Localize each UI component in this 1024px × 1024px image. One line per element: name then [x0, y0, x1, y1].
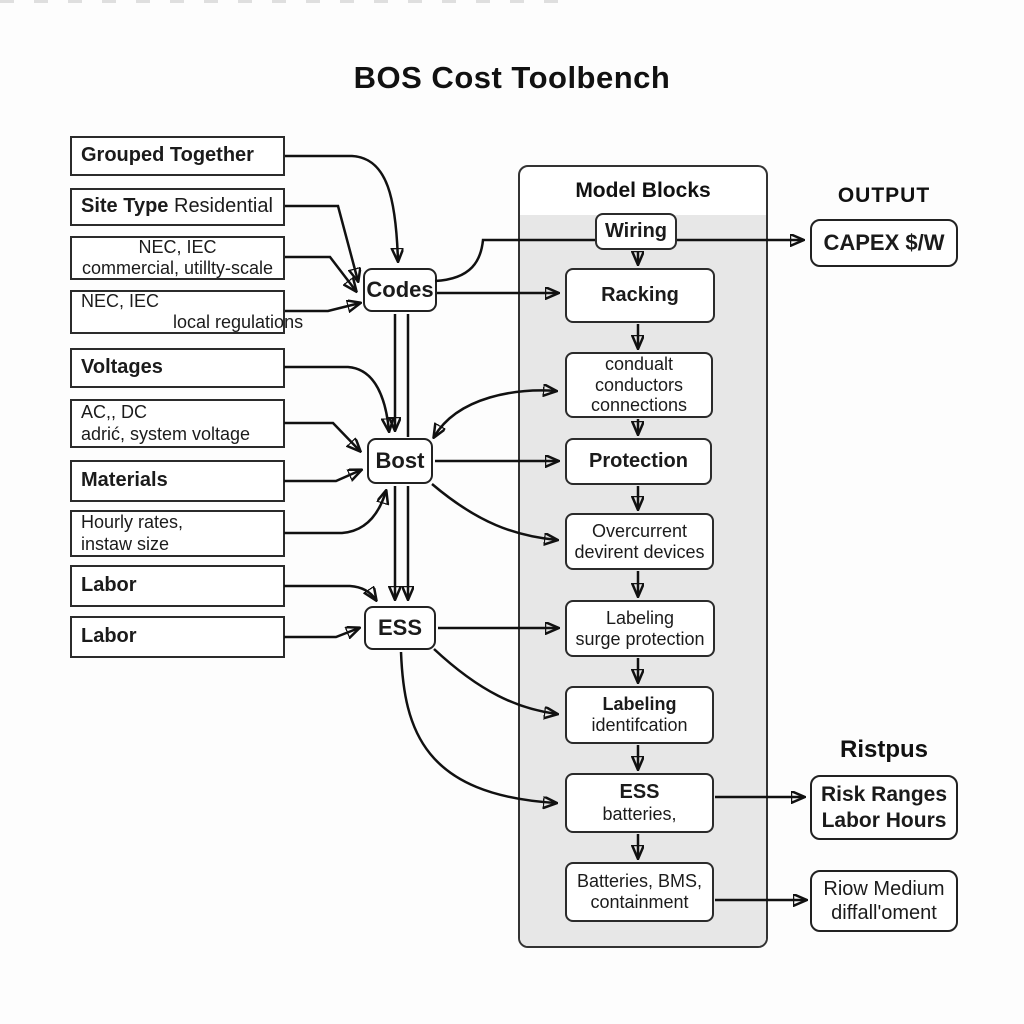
output-heading: OUTPUT — [837, 184, 931, 207]
input-ac-dc: AC,, DC adrić, system voltage — [70, 399, 285, 448]
hub-ess: ESS — [364, 606, 436, 650]
input-line-2: commercial, utillty-scale — [81, 258, 274, 278]
block-line-1: Overcurrent — [591, 520, 688, 541]
edge-voltages-to-bost — [284, 365, 389, 431]
input-label-rest: Residential — [168, 195, 273, 218]
block-line-2: surge protection — [575, 628, 705, 649]
input-line-1: AC,, DC — [81, 402, 148, 423]
block-line-1: condualt — [604, 353, 674, 374]
input-nec-iec-commercial: NEC, IEC commercial, utillty-scale — [70, 236, 285, 280]
block-line-3: connections — [590, 395, 688, 416]
input-hourly-rates: Hourly rates, instaw size — [70, 510, 285, 557]
block-line-1: Labeling — [602, 694, 677, 715]
block-line-2: identifcation — [591, 715, 688, 735]
output-capex-label: CAPEX $/W — [823, 229, 945, 255]
input-grouped-together: Grouped Together — [70, 136, 285, 176]
block-line-1: ESS — [619, 780, 660, 803]
input-voltages: Voltages — [70, 348, 285, 388]
input-label: Materials — [81, 469, 168, 492]
edge-sitetype-to-codes — [285, 204, 358, 281]
input-line-2: adrić, system voltage — [81, 423, 251, 444]
edge-labor2-to-ess — [284, 628, 359, 637]
hub-label: Codes — [366, 277, 434, 302]
edge-hourly-to-bost — [284, 491, 386, 535]
output-risk-ranges-box: Risk Ranges Labor Hours — [810, 775, 958, 840]
block-line-2: devirent devices — [574, 541, 705, 562]
edge-materials-to-bost — [284, 470, 361, 483]
input-label: Voltages — [81, 356, 163, 379]
block-line-1: Batteries, BMS, — [576, 871, 703, 892]
block-labeling-surge: Labeling surge protection — [565, 600, 715, 657]
diagram-title: BOS Cost Toolbench — [353, 60, 671, 95]
output-line-1: Riow Medium — [823, 878, 945, 900]
input-label: Site Type Residential — [81, 195, 274, 219]
input-label-bold: Site Type — [81, 195, 169, 218]
block-line-1: Labeling — [605, 607, 675, 628]
edge-acdc-to-bost — [284, 421, 360, 451]
input-line-2: instaw size — [81, 533, 170, 554]
block-line-2: conductors — [594, 374, 684, 395]
block-protection: Protection — [565, 438, 712, 485]
output-riow-medium-box: Riow Medium diffall'oment — [810, 870, 958, 932]
edge-grouped-to-codes — [285, 154, 398, 261]
input-label: Labor — [81, 625, 137, 648]
input-label: Grouped Together — [81, 144, 254, 167]
input-labor-2: Labor — [70, 616, 285, 658]
panel-header: Model Blocks — [575, 179, 711, 202]
block-ess-batteries: ESS batteries, — [565, 773, 714, 833]
input-materials: Materials — [70, 460, 285, 502]
block-conduit-conductors: condualt conductors connections — [565, 352, 713, 418]
hub-bost: Bost — [367, 438, 433, 484]
panel-gray-band — [520, 215, 766, 946]
hub-label: ESS — [377, 615, 423, 640]
block-wiring: Wiring — [595, 213, 677, 250]
input-line-2: local regulations — [173, 312, 304, 332]
input-site-type: Site Type Residential — [70, 188, 285, 226]
edge-neclocal-to-codes — [285, 303, 360, 311]
block-label: Protection — [589, 449, 688, 472]
block-label: Wiring — [604, 219, 668, 242]
ristpus-heading: Ristpus — [839, 736, 928, 763]
hub-label: Bost — [375, 448, 425, 473]
output-capex-box: CAPEX $/W — [810, 219, 958, 267]
input-label: Labor — [81, 574, 137, 597]
block-label: Racking — [601, 283, 679, 306]
block-racking: Racking — [565, 268, 715, 323]
edge-labor1-to-ess — [284, 584, 376, 600]
input-line-1: NEC, IEC — [81, 290, 160, 311]
output-line-1: Risk Ranges — [820, 783, 948, 807]
input-labor-1: Labor — [70, 565, 285, 607]
input-line-1: NEC, IEC — [138, 236, 217, 257]
output-line-2: Labor Hours — [821, 808, 947, 832]
block-overcurrent: Overcurrent devirent devices — [565, 513, 714, 570]
block-batteries-bms: Batteries, BMS, containment — [565, 862, 714, 922]
block-line-2: containment — [590, 892, 689, 912]
top-edge-artifact — [0, 0, 560, 3]
hub-codes: Codes — [363, 268, 437, 312]
block-line-2: batteries, — [602, 804, 677, 825]
edge-neccomm-to-codes — [285, 255, 356, 291]
output-line-2: diffall'oment — [831, 902, 937, 924]
input-nec-iec-local: NEC, IEC local regulations — [70, 290, 304, 334]
block-labeling-identification: Labeling identifcation — [565, 686, 714, 744]
input-line-1: Hourly rates, — [81, 512, 184, 533]
